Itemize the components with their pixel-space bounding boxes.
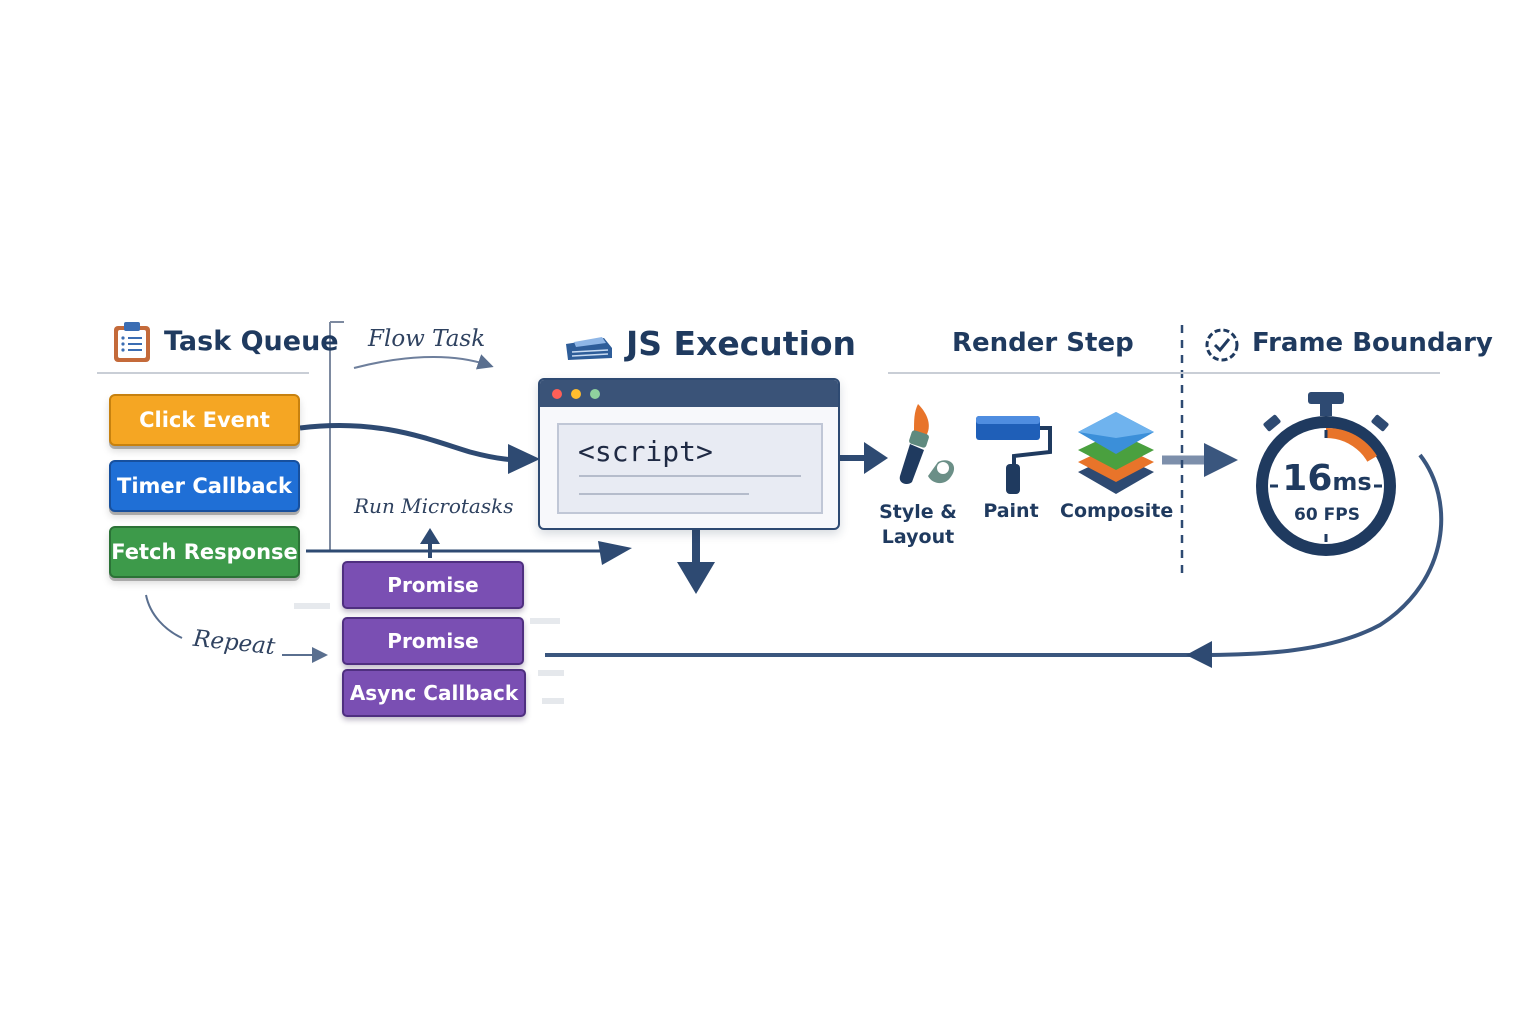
window-titlebar <box>540 380 838 407</box>
timer-fps: 60 FPS <box>1294 505 1360 525</box>
clipboard-icon <box>110 320 154 364</box>
js-execution-heading: JS Execution <box>626 324 857 363</box>
code-window: <script> <box>538 378 840 530</box>
task-timer-callback[interactable]: Timer Callback <box>109 460 300 512</box>
queue-divider <box>329 321 344 550</box>
timer-value: 16 <box>1282 458 1333 499</box>
stopwatch-icon <box>1250 390 1402 562</box>
task-queue-rule <box>97 372 309 374</box>
click-to-script-arrow <box>299 423 523 463</box>
code-pane: <script> <box>557 423 823 514</box>
keyboard-icon <box>564 330 616 362</box>
microtask-promise-2[interactable]: Promise <box>342 617 524 665</box>
brush-icon <box>888 400 960 492</box>
check-gear-icon <box>1202 325 1242 365</box>
style-label-line1: Style & <box>879 501 957 523</box>
timer-readout: 16ms <box>1278 458 1376 499</box>
code-line-1 <box>579 475 801 477</box>
script-code: <script> <box>578 435 713 468</box>
microtask-promise-1[interactable]: Promise <box>342 561 524 609</box>
loop-back-arrow <box>545 453 1444 657</box>
motion-marks <box>294 603 564 704</box>
microtask-async-callback[interactable]: Async Callback <box>342 669 526 717</box>
layers-icon <box>1074 408 1158 500</box>
minimize-dot-icon[interactable] <box>571 389 581 399</box>
timer-unit: ms <box>1332 468 1372 496</box>
flow-task-label: Flow Task <box>368 326 486 352</box>
style-label-line2: Layout <box>881 526 955 548</box>
paint-roller-icon <box>974 412 1056 496</box>
render-rule <box>888 372 1440 374</box>
composite-label: Composite <box>1060 500 1174 522</box>
flow-task-arrow <box>353 354 494 370</box>
code-line-2 <box>579 493 749 495</box>
task-queue-heading: Task Queue <box>164 326 339 357</box>
render-step-heading: Render Step <box>952 328 1134 358</box>
style-layout-label: Style & Layout <box>878 500 958 550</box>
paint-label: Paint <box>983 500 1039 522</box>
task-click-event[interactable]: Click Event <box>109 394 300 446</box>
maximize-dot-icon[interactable] <box>590 389 600 399</box>
close-dot-icon[interactable] <box>552 389 562 399</box>
repeat-curve <box>145 594 183 639</box>
run-microtasks-label: Run Microtasks <box>354 494 514 518</box>
task-fetch-response[interactable]: Fetch Response <box>109 526 300 578</box>
frame-boundary-heading: Frame Boundary <box>1252 328 1493 358</box>
